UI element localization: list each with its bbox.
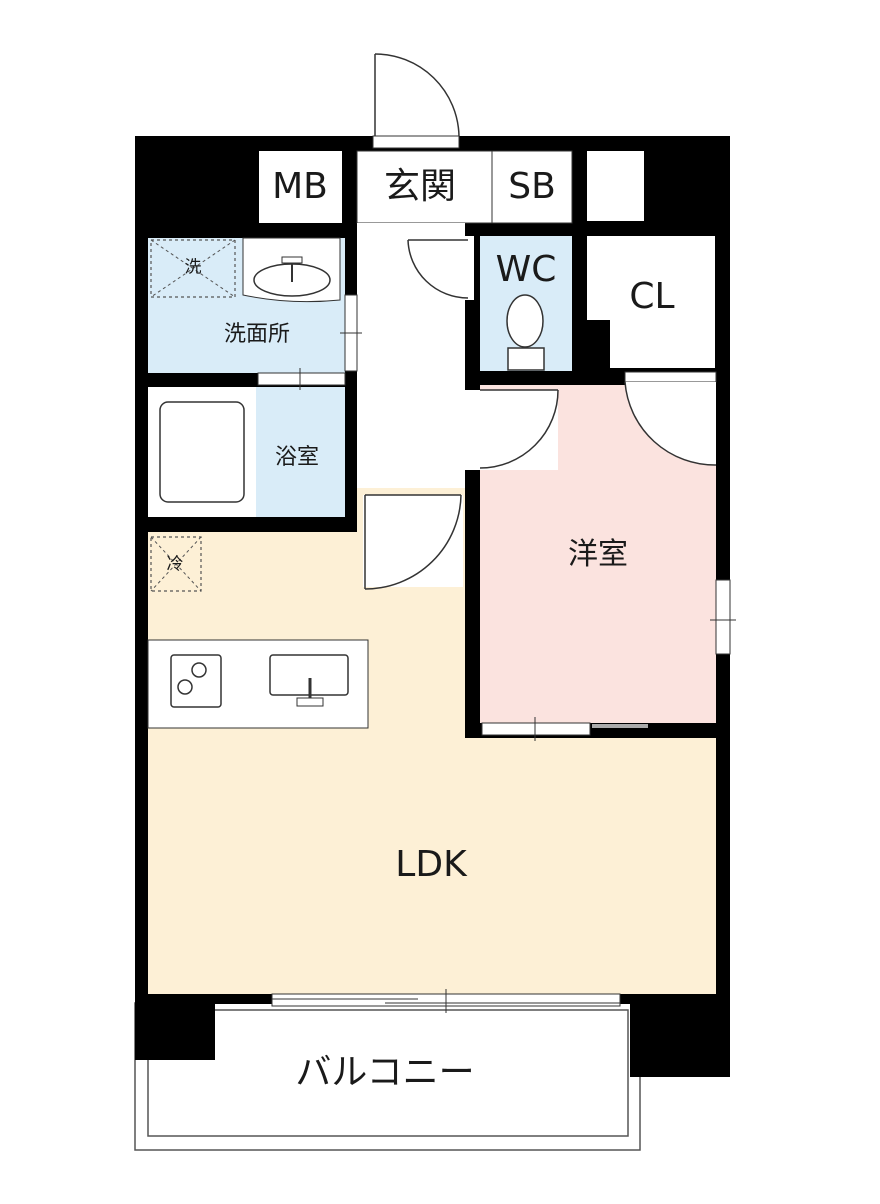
western-room-label: 洋室 xyxy=(568,537,628,572)
bathtub xyxy=(159,401,245,503)
front-door xyxy=(372,53,460,149)
bathroom-floor xyxy=(256,387,345,517)
fridge-label: 冷 xyxy=(166,554,184,575)
fridge-space xyxy=(150,536,202,592)
toilet-bowl xyxy=(506,294,544,348)
washer-space xyxy=(150,239,236,298)
toilet-tank xyxy=(507,347,545,371)
ldk-floor xyxy=(148,488,716,994)
corridor xyxy=(357,223,465,488)
balcony-label: バルコニー xyxy=(295,1052,475,1093)
mb-label: MB xyxy=(272,166,328,207)
closet-floor xyxy=(587,236,715,368)
closet-label: CL xyxy=(629,276,675,317)
entrance-floor xyxy=(356,150,493,224)
storage-box xyxy=(587,151,644,221)
stove xyxy=(170,654,222,708)
balcony xyxy=(134,1002,641,1151)
entrance-label: 玄関 xyxy=(383,166,457,207)
mb-closet xyxy=(259,151,342,223)
ldk-label: LDK xyxy=(395,844,467,885)
wc-label: WC xyxy=(495,249,557,290)
washer-label: 洗 xyxy=(184,257,202,278)
washroom-label: 洗面所 xyxy=(223,322,291,347)
sb-label: SB xyxy=(508,166,556,207)
sb-closet xyxy=(491,150,573,224)
bathroom-label: 浴室 xyxy=(274,445,320,470)
